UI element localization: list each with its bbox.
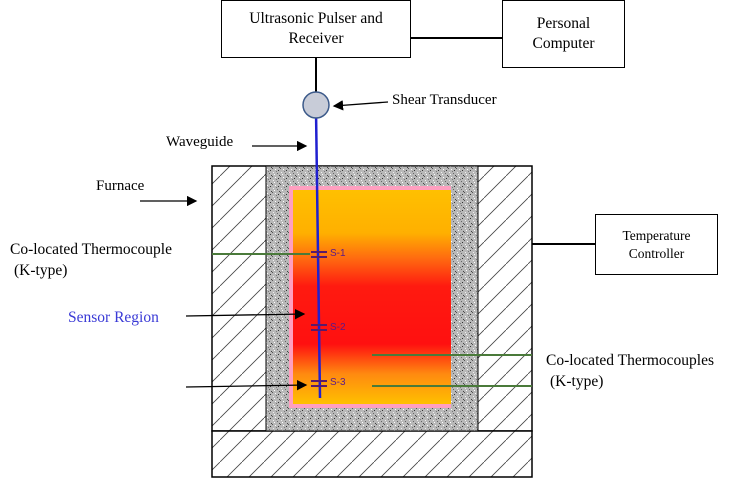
pulser-receiver-box: Ultrasonic Pulser and Receiver — [221, 0, 411, 58]
thermocouple-label-line1: Co-located Thermocouple — [10, 241, 172, 258]
thermocouples-label-line1: Co-located Thermocouples — [546, 352, 715, 369]
temperature-controller-box: Temperature Controller — [595, 214, 718, 275]
arrows — [140, 100, 389, 391]
sensor-marks — [311, 251, 327, 387]
sensor-label-s1: S-1 — [330, 248, 346, 259]
personal-computer-label: Personal Computer — [532, 15, 595, 52]
thermocouple-label-line2: (K-type) — [14, 262, 68, 279]
waveguide-rod — [314, 109, 322, 399]
furnace-label: Furnace — [96, 178, 145, 194]
shear-transducer-icon — [302, 91, 330, 119]
temperature-controller-label: Temperature Controller — [622, 227, 691, 261]
sensor-label-s3: S-3 — [330, 377, 346, 388]
furnace — [211, 165, 533, 478]
sensor-region-arrow — [185, 308, 306, 320]
sensor-region-label: Sensor Region — [68, 309, 159, 326]
pulser-receiver-label: Ultrasonic Pulser and Receiver — [249, 10, 383, 47]
thermocouples — [212, 253, 532, 387]
waveguide-label: Waveguide — [166, 134, 234, 150]
shear-transducer-arrow — [332, 100, 389, 111]
thermocouples-label-line2: (K-type) — [550, 373, 604, 390]
s3-arrow — [185, 379, 308, 391]
shear-transducer-label: Shear Transducer — [392, 92, 497, 108]
sensor-label-s2: S-2 — [330, 322, 346, 333]
personal-computer-box: Personal Computer — [502, 0, 625, 68]
furnace-base — [211, 430, 533, 478]
